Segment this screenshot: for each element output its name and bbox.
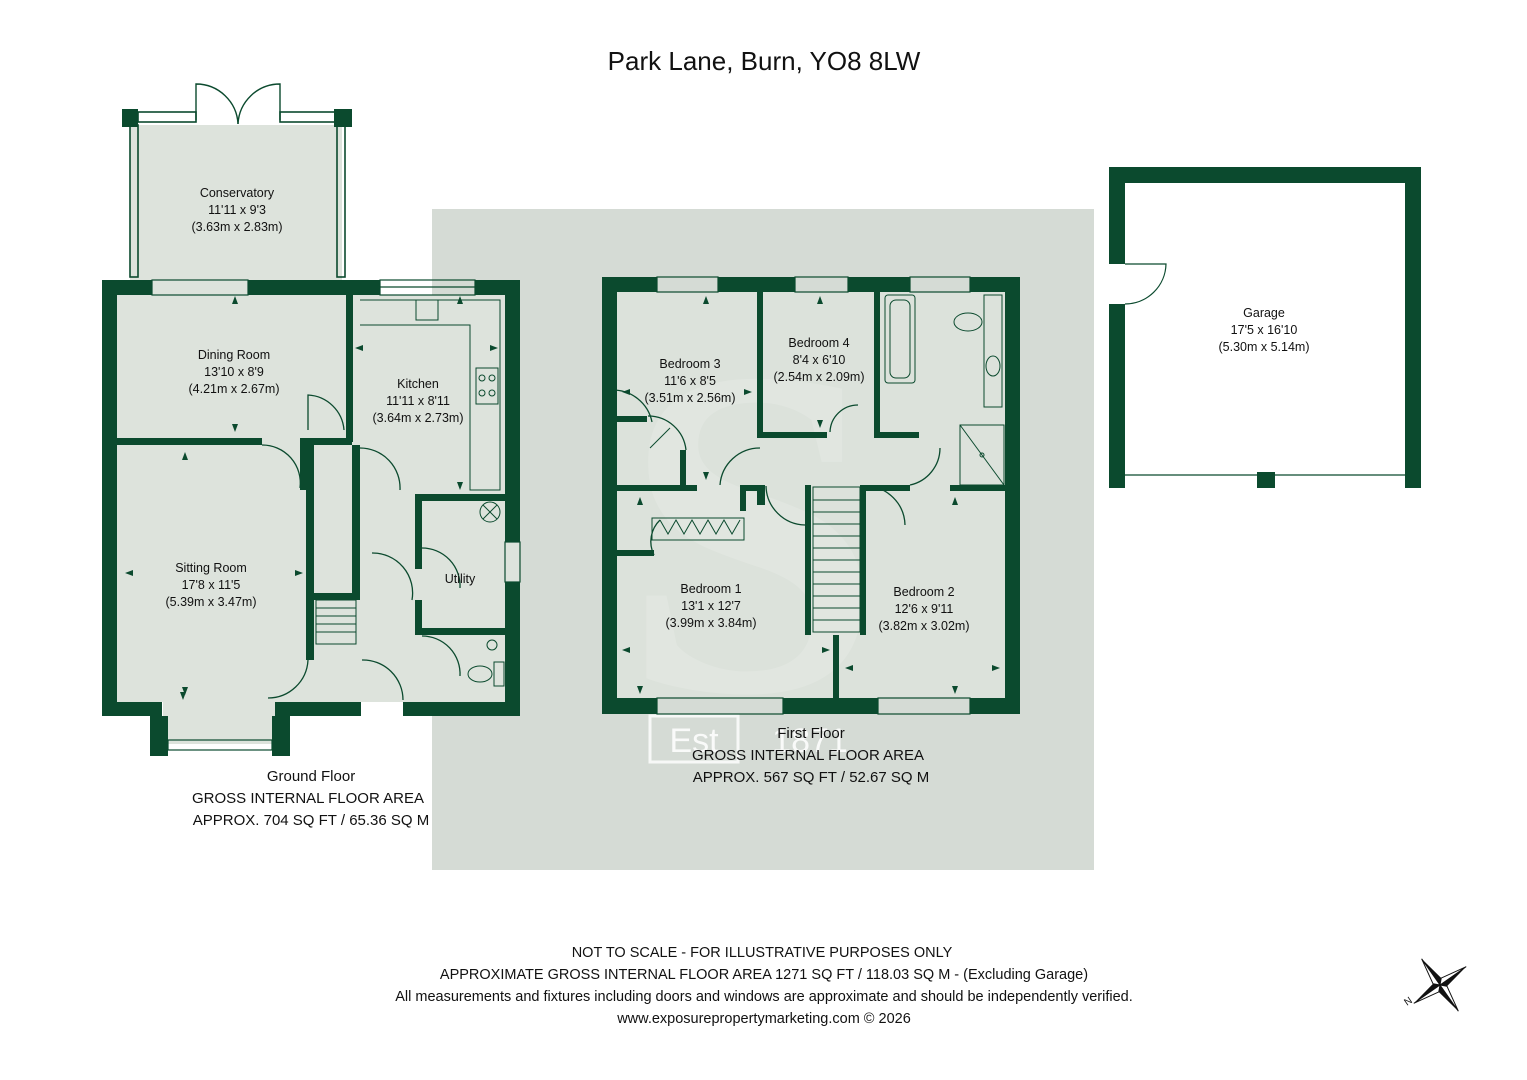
utility-name: Utility <box>445 572 476 586</box>
sitting-room-metric: (5.39m x 3.47m) <box>165 595 256 609</box>
ground-floor-name: Ground Floor <box>267 768 355 785</box>
page-title: Park Lane, Burn, YO8 8LW <box>608 46 921 76</box>
first-floor-name: First Floor <box>777 725 845 742</box>
footer: NOT TO SCALE - FOR ILLUSTRATIVE PURPOSES… <box>395 945 1133 1027</box>
first-floor-area-label: GROSS INTERNAL FLOOR AREA <box>692 747 924 764</box>
bedroom3-imperial: 11'6 x 8'5 <box>664 374 716 388</box>
ground-floor-area-value: APPROX. 704 SQ FT / 65.36 SQ M <box>193 812 429 829</box>
bedroom2-name: Bedroom 2 <box>893 585 954 599</box>
footer-total-area: APPROXIMATE GROSS INTERNAL FLOOR AREA 12… <box>440 967 1088 983</box>
sitting-room-imperial: 17'8 x 11'5 <box>182 578 241 592</box>
bedroom1-metric: (3.99m x 3.84m) <box>665 616 756 630</box>
ground-floor-area-label: GROSS INTERNAL FLOOR AREA <box>192 790 424 807</box>
bedroom3-name: Bedroom 3 <box>659 357 720 371</box>
conservatory-name: Conservatory <box>200 186 275 200</box>
dining-room-metric: (4.21m x 2.67m) <box>188 382 279 396</box>
compass-label: N <box>1402 995 1414 1008</box>
garage-metric: (5.30m x 5.14m) <box>1218 340 1309 354</box>
compass-icon <box>1413 958 1467 1012</box>
footer-website: www.exposurepropertymarketing.com © 2026 <box>616 1011 911 1027</box>
bedroom2-imperial: 12'6 x 9'11 <box>895 602 954 616</box>
bedroom4-metric: (2.54m x 2.09m) <box>773 370 864 384</box>
bedroom4-imperial: 8'4 x 6'10 <box>793 353 846 367</box>
ground-floor-plan: Conservatory 11'11 x 9'3 (3.63m x 2.83m)… <box>102 83 521 829</box>
dining-room-name: Dining Room <box>198 348 270 362</box>
watermark-est-box: Est 1871 <box>648 714 848 764</box>
bedroom3-metric: (3.51m x 2.56m) <box>644 391 735 405</box>
bedroom2-metric: (3.82m x 3.02m) <box>878 619 969 633</box>
kitchen-name: Kitchen <box>397 377 439 391</box>
dining-room-imperial: 13'10 x 8'9 <box>204 365 264 379</box>
bedroom1-name: Bedroom 1 <box>680 582 741 596</box>
conservatory-imperial: 11'11 x 9'3 <box>208 203 266 217</box>
kitchen-imperial: 11'11 x 8'11 <box>386 394 450 408</box>
first-floor-area-value: APPROX. 567 SQ FT / 52.67 SQ M <box>693 769 929 786</box>
watermark-est: Est <box>669 722 719 760</box>
bedroom1-imperial: 13'1 x 12'7 <box>681 599 741 613</box>
first-floor-plan: Bedroom 3 11'6 x 8'5 (3.51m x 2.56m) Bed… <box>602 276 1020 786</box>
bedroom4-name: Bedroom 4 <box>788 336 849 350</box>
footer-disclaimer: NOT TO SCALE - FOR ILLUSTRATIVE PURPOSES… <box>572 945 953 961</box>
sitting-room-name: Sitting Room <box>175 561 247 575</box>
conservatory-metric: (3.63m x 2.83m) <box>191 220 282 234</box>
garage-name: Garage <box>1243 306 1285 320</box>
watermark-year: 1871 <box>772 722 848 760</box>
garage-plan: Garage 17'5 x 16'10 (5.30m x 5.14m) <box>1109 167 1421 488</box>
footer-measurement-note: All measurements and fixtures including … <box>395 989 1133 1005</box>
kitchen-metric: (3.64m x 2.73m) <box>372 411 463 425</box>
garage-imperial: 17'5 x 16'10 <box>1231 323 1298 337</box>
